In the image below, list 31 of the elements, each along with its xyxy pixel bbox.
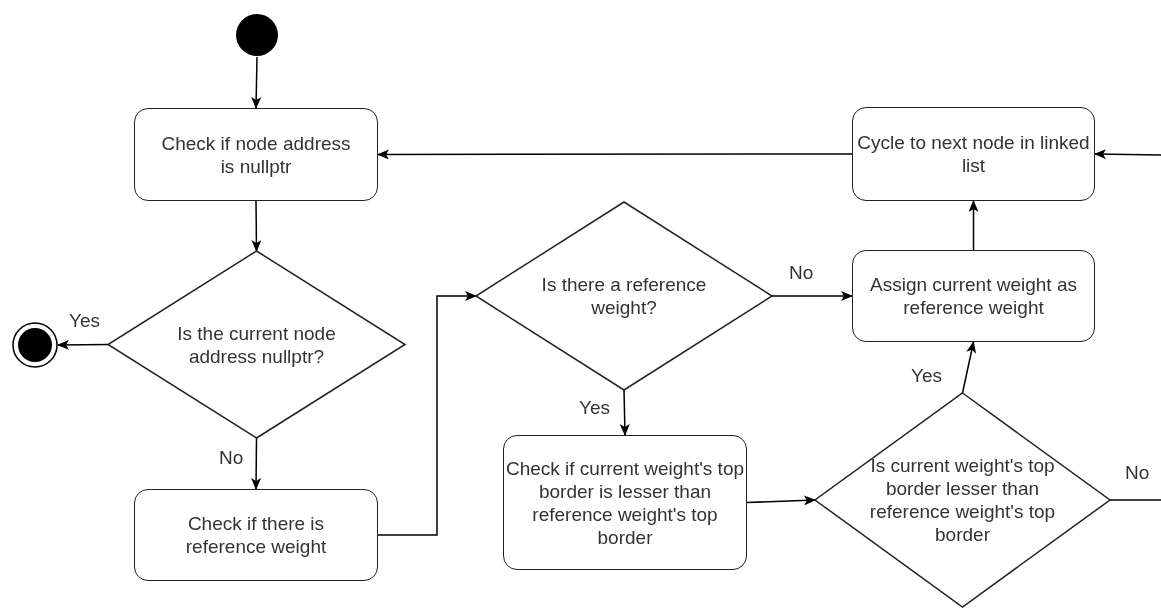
arrow <box>619 389 630 436</box>
action-box <box>134 108 378 201</box>
node-text: Is current weight's top border lesser than reference weight's top border <box>868 454 1057 546</box>
action-box <box>852 250 1095 342</box>
start-node-circle <box>235 13 279 57</box>
node-text: Is the current node address nullptr? <box>176 321 337 368</box>
arrow <box>251 200 262 252</box>
arrow <box>251 56 262 109</box>
action-box <box>852 107 1095 201</box>
decision-diamond <box>476 202 772 390</box>
arrow <box>968 200 979 251</box>
arrow <box>57 339 109 350</box>
end-node-circle <box>12 322 58 368</box>
node-text: Check if node address is nullptr <box>160 131 352 178</box>
node-text: Assign current weight as reference weight <box>869 273 1078 319</box>
node-text: Check if current weight's top border is lesser than reference weight's top border <box>505 456 745 549</box>
decision-diamond <box>108 251 405 438</box>
arrow <box>961 341 977 394</box>
arrow <box>377 149 853 160</box>
node-text: Cycle to next node in linked list <box>856 131 1091 177</box>
arrow <box>746 495 816 506</box>
action-box <box>503 435 747 570</box>
connector-line <box>1109 499 1161 501</box>
arrow <box>771 291 853 301</box>
decision-diamond <box>815 393 1110 607</box>
arrow <box>251 437 262 490</box>
arrow <box>1094 149 1161 160</box>
node-text: Check if there is reference weight <box>184 512 328 558</box>
arrow <box>377 291 477 536</box>
node-text: Is there a reference weight? <box>540 273 708 319</box>
action-box <box>134 489 378 581</box>
